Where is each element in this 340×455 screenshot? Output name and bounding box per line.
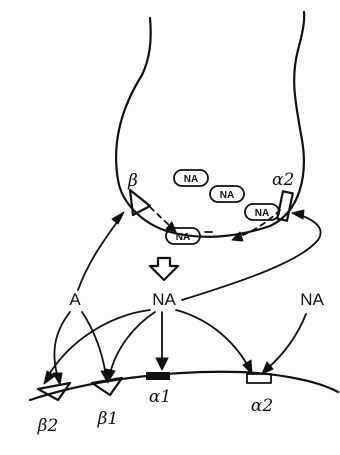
vesicle-3: NA bbox=[245, 204, 279, 220]
svg-text:NA: NA bbox=[176, 232, 190, 243]
noradrenaline-to-beta2-arrow bbox=[48, 310, 150, 376]
svg-text:NA: NA bbox=[255, 208, 269, 219]
adrenaline-label: A bbox=[69, 290, 81, 309]
vesicle-1: NA bbox=[174, 170, 208, 186]
adrenaline-to-beta-arrow bbox=[78, 218, 120, 290]
noradrenaline-to-alpha2-arrow bbox=[182, 215, 321, 300]
release-arrow bbox=[150, 258, 178, 280]
vesicle-2: NA bbox=[210, 186, 244, 202]
beta1-label: β1 bbox=[97, 409, 119, 429]
presynaptic-beta-label: β bbox=[127, 171, 138, 191]
svg-text:NA: NA bbox=[220, 190, 234, 201]
nerve-terminal-outline bbox=[116, 12, 304, 237]
svg-text:NA: NA bbox=[184, 174, 198, 185]
postsynaptic-membrane bbox=[30, 372, 338, 400]
beta2-label: β2 bbox=[37, 416, 59, 436]
beta2-receptor bbox=[38, 383, 70, 400]
presynaptic-beta-receptor bbox=[130, 190, 150, 215]
alpha2-label: α2 bbox=[251, 396, 273, 416]
alpha1-label: α1 bbox=[149, 387, 171, 407]
alpha1-receptor bbox=[146, 372, 170, 380]
alpha2-receptor bbox=[247, 374, 271, 383]
presynaptic-alpha2-label: α2 bbox=[272, 170, 294, 190]
adrenaline-to-beta2-arrow bbox=[54, 312, 70, 378]
noradrenaline-to-beta1-arrow bbox=[110, 312, 155, 374]
noradrenaline-right-label: NA bbox=[300, 290, 324, 309]
right-noradrenaline-arrow bbox=[268, 314, 306, 368]
noradrenaline-to-postsynaptic-alpha2-arrow bbox=[176, 310, 248, 366]
adrenaline-to-beta1-arrow bbox=[82, 312, 106, 376]
noradrenaline-center-label: NA bbox=[152, 290, 176, 309]
